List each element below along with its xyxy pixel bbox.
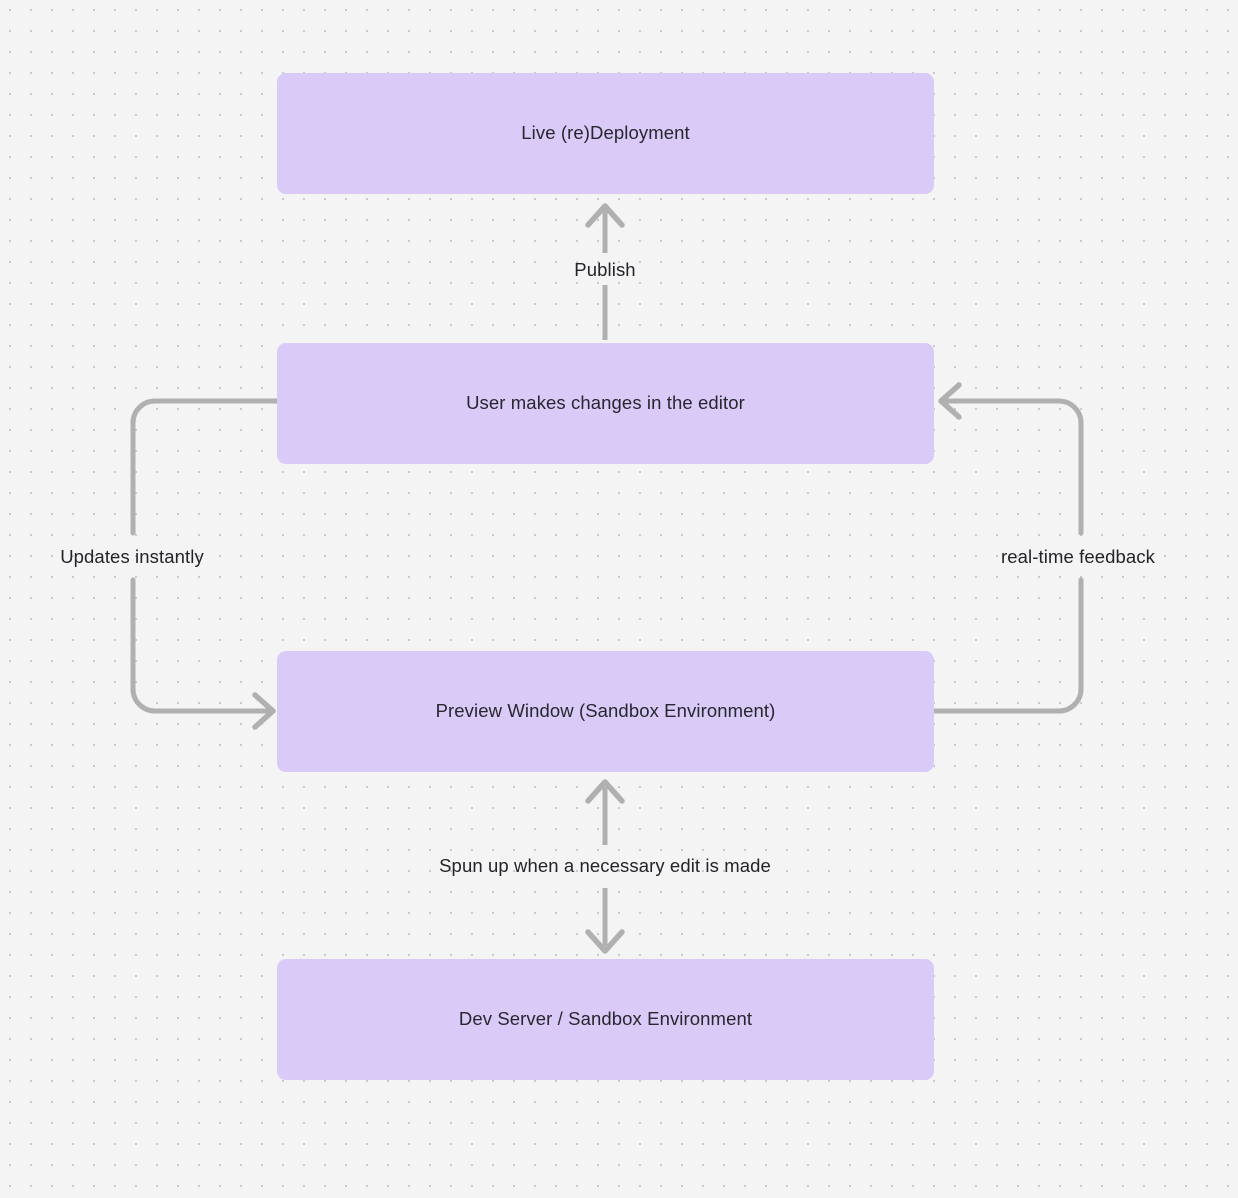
node-label: User makes changes in the editor [466, 392, 745, 414]
edge-label-real-time-feedback: real-time feedback [1001, 546, 1155, 567]
node-label: Dev Server / Sandbox Environment [458, 1008, 753, 1030]
edge-label-publish: Publish [574, 259, 636, 280]
node-dev-server[interactable]: Dev Server / Sandbox Environment [277, 959, 934, 1080]
node-user-makes-changes[interactable]: User makes changes in the editor [277, 343, 934, 464]
node-label: Preview Window (Sandbox Environment) [435, 700, 776, 722]
edge-label-updates-instantly: Updates instantly [60, 546, 204, 567]
node-live-redeployment[interactable]: Live (re)Deployment [277, 73, 934, 194]
node-preview-window[interactable]: Preview Window (Sandbox Environment) [277, 651, 934, 772]
node-label: Live (re)Deployment [521, 122, 690, 144]
edge-label-spun-up: Spun up when a necessary edit is made [439, 855, 771, 876]
